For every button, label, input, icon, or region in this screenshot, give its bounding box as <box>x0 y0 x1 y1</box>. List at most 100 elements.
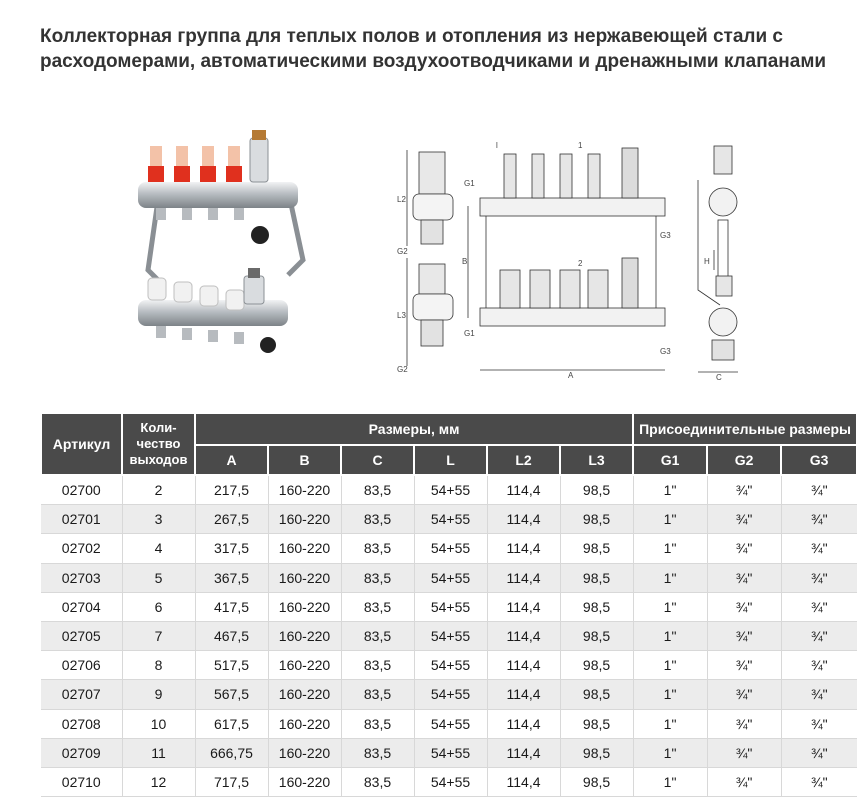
table-cell: ¾" <box>707 475 782 506</box>
table-cell: 83,5 <box>341 767 415 798</box>
table-cell: 98,5 <box>560 475 634 506</box>
table-cell: 98,5 <box>560 533 634 564</box>
table-cell: 12 <box>122 767 196 798</box>
subheader-3: L <box>413 444 488 476</box>
section-drawing: L2 G2 L3 G2 <box>397 150 454 374</box>
table-cell: ¾" <box>781 504 858 535</box>
table-cell: ¾" <box>781 621 858 652</box>
table-cell: 02704 <box>41 592 123 622</box>
label-a: A <box>568 371 574 380</box>
table-cell: ¾" <box>707 738 782 768</box>
table-cell: 83,5 <box>341 709 415 739</box>
table-cell: 54+55 <box>414 679 488 710</box>
table-cell: ¾" <box>707 504 782 535</box>
figures-area: L2 G2 L3 G2 l 1 2 G1 B G1 G3 <box>0 118 867 388</box>
table-cell: 160-220 <box>268 679 342 710</box>
table-cell: 02707 <box>41 679 123 710</box>
table-cell: 83,5 <box>341 592 415 622</box>
table-cell: 02702 <box>41 533 123 564</box>
table-cell: 98,5 <box>560 709 634 739</box>
table-cell: 83,5 <box>341 504 415 535</box>
table-cell: 4 <box>122 533 196 564</box>
label-l: l <box>496 141 498 150</box>
table-cell: 3 <box>122 504 196 535</box>
table-cell: 54+55 <box>414 563 488 593</box>
table-cell: 2 <box>122 475 196 506</box>
label-h: H <box>704 257 710 266</box>
header-dimensions: Размеры, мм <box>193 412 635 446</box>
table-cell: 160-220 <box>268 504 342 535</box>
table-cell: ¾" <box>707 650 782 681</box>
table-cell: ¾" <box>781 679 858 710</box>
table-cell: 617,5 <box>195 709 269 739</box>
table-cell: 1" <box>633 533 708 564</box>
table-cell: 5 <box>122 563 196 593</box>
table-cell: 02706 <box>41 650 123 681</box>
table-cell: ¾" <box>781 592 858 622</box>
table-cell: 160-220 <box>268 533 342 564</box>
manifold-photo <box>138 130 306 353</box>
table-cell: 1" <box>633 621 708 652</box>
table-cell: 160-220 <box>268 709 342 739</box>
table-cell: 517,5 <box>195 650 269 681</box>
subheader-5: L3 <box>558 444 635 476</box>
label-g1: G1 <box>464 179 475 188</box>
table-cell: 02700 <box>41 475 123 506</box>
table-cell: 98,5 <box>560 563 634 593</box>
table-cell: 367,5 <box>195 563 269 593</box>
table-cell: 98,5 <box>560 679 634 710</box>
table-cell: 666,75 <box>195 738 269 768</box>
table-cell: 7 <box>122 621 196 652</box>
label-g1-bottom: G1 <box>464 329 475 338</box>
header-connections: Присоединительные размеры <box>632 412 859 446</box>
table-cell: 160-220 <box>268 767 342 798</box>
table-cell: 114,4 <box>487 621 561 652</box>
side-drawing: H C <box>697 145 738 380</box>
table-cell: 6 <box>122 592 196 622</box>
label-g3: G3 <box>660 231 671 240</box>
flowmeters <box>148 146 242 182</box>
table-cell: 83,5 <box>341 621 415 652</box>
label-g3-bottom: G3 <box>660 347 671 356</box>
table-cell: 54+55 <box>414 533 488 564</box>
table-cell: 54+55 <box>414 738 488 768</box>
title-line-2: расходомерами, автоматическими воздухоот… <box>40 51 827 72</box>
table-cell: 54+55 <box>414 621 488 652</box>
table-cell: ¾" <box>707 563 782 593</box>
table-cell: 160-220 <box>268 621 342 652</box>
front-drawing: l 1 2 G1 B G1 G3 G3 A <box>462 141 671 380</box>
label-g2: G2 <box>397 247 408 256</box>
table-cell: 54+55 <box>414 475 488 506</box>
table-cell: 83,5 <box>341 738 415 768</box>
table-cell: 83,5 <box>341 475 415 506</box>
table-cell: 83,5 <box>341 650 415 681</box>
table-cell: 1" <box>633 738 708 768</box>
table-cell: 54+55 <box>414 504 488 535</box>
table-cell: ¾" <box>707 767 782 798</box>
table-cell: ¾" <box>781 650 858 681</box>
table-cell: 114,4 <box>487 533 561 564</box>
table-cell: 02703 <box>41 563 123 593</box>
table-cell: 83,5 <box>341 679 415 710</box>
table-cell: 114,4 <box>487 679 561 710</box>
table-cell: ¾" <box>781 738 858 768</box>
table-cell: 417,5 <box>195 592 269 622</box>
table-cell: 98,5 <box>560 650 634 681</box>
subheader-0: A <box>194 444 269 476</box>
label-l2: L2 <box>397 195 406 204</box>
table-cell: 54+55 <box>414 592 488 622</box>
subheader-1: B <box>267 444 342 476</box>
table-cell: 11 <box>122 738 196 768</box>
label-g2-bottom: G2 <box>397 365 408 374</box>
table-cell: 567,5 <box>195 679 269 710</box>
